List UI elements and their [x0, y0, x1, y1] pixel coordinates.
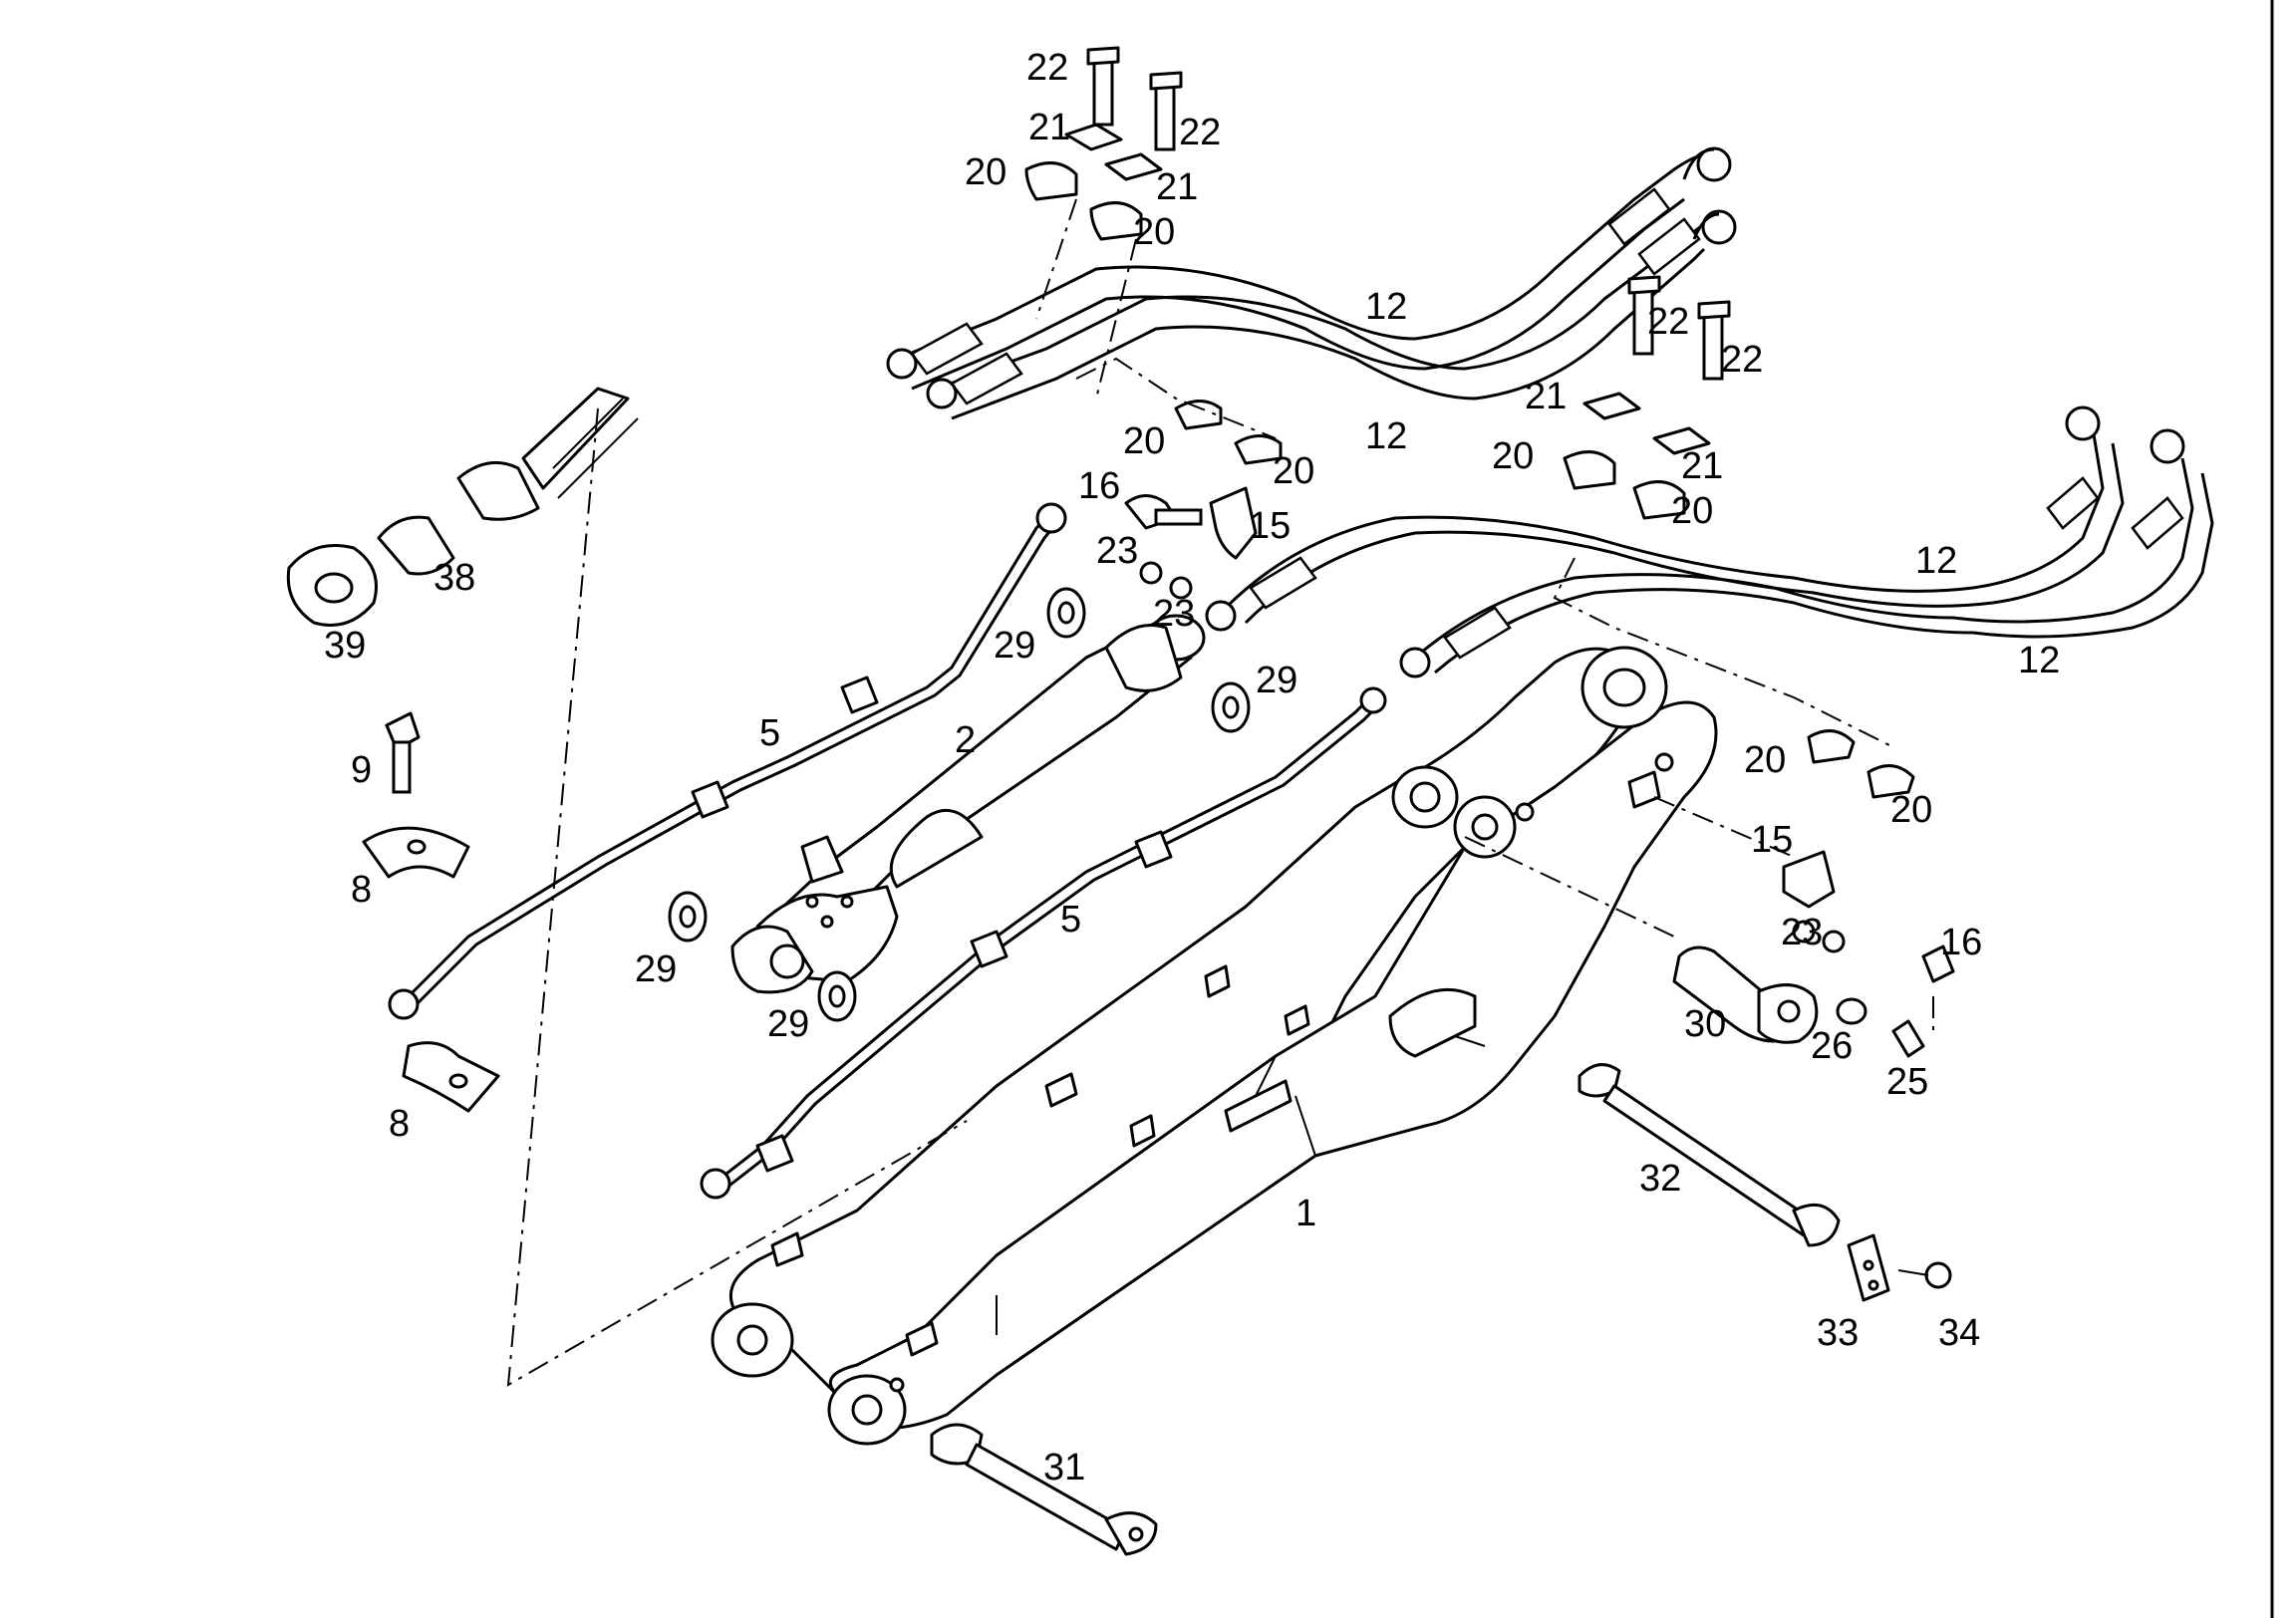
leader-line-left	[506, 407, 968, 1387]
label-12d: 12	[2018, 640, 2060, 681]
leader-line-right	[1464, 836, 1675, 938]
label-29a: 29	[994, 625, 1035, 667]
label-15b: 15	[1751, 819, 1793, 861]
label-9: 9	[351, 749, 372, 791]
label-22d: 22	[1721, 339, 1763, 381]
label-8a: 8	[351, 869, 372, 911]
label-20f: 20	[1671, 490, 1713, 532]
label-5a: 5	[759, 712, 780, 754]
label-29d: 29	[767, 1003, 809, 1045]
label-22b: 22	[1179, 112, 1221, 153]
label-23b: 23	[1153, 593, 1195, 635]
label-16a: 16	[1078, 465, 1120, 507]
pipes-5	[388, 502, 1387, 1200]
label-1: 1	[1295, 1193, 1316, 1234]
washers-29	[668, 587, 1251, 1022]
label-38: 38	[433, 557, 475, 599]
label-8b: 8	[389, 1103, 410, 1145]
label-26: 26	[1811, 1025, 1853, 1067]
label-16b: 16	[1940, 922, 1982, 963]
clamps-8-bolt-9	[362, 711, 500, 1113]
label-12b: 12	[1365, 415, 1407, 457]
pin-31	[930, 1423, 1158, 1556]
label-21a: 21	[1028, 107, 1070, 148]
label-34: 34	[1938, 1312, 1980, 1354]
label-21b: 21	[1156, 166, 1198, 208]
label-5b: 5	[1060, 899, 1081, 941]
label-23c: 23	[1781, 912, 1823, 953]
label-20c: 20	[1123, 420, 1165, 462]
pin-30	[1672, 945, 1925, 1058]
label-20g: 20	[1744, 739, 1786, 781]
label-25: 25	[1886, 1061, 1928, 1103]
label-12c: 12	[1915, 540, 1957, 582]
label-15a: 15	[1249, 505, 1291, 547]
label-20a: 20	[965, 151, 1006, 193]
part-labels: 1 2 5 5 8 8 9 12 12 12 12 15 15 16 16 20…	[324, 47, 2060, 1488]
label-2: 2	[955, 719, 976, 761]
label-31: 31	[1043, 1447, 1085, 1488]
label-12a: 12	[1365, 286, 1407, 328]
label-22a: 22	[1026, 47, 1068, 89]
label-29b: 29	[1256, 660, 1297, 701]
label-29c: 29	[635, 948, 677, 990]
label-33: 33	[1817, 1312, 1859, 1354]
label-22c: 22	[1647, 301, 1689, 343]
label-39: 39	[324, 625, 366, 667]
label-20d: 20	[1273, 450, 1314, 492]
label-30: 30	[1684, 1003, 1726, 1045]
label-32: 32	[1639, 1158, 1681, 1200]
hydraulic-cylinder	[730, 614, 1206, 994]
label-20b: 20	[1133, 211, 1175, 253]
boom-arm	[711, 646, 1718, 1446]
label-20h: 20	[1890, 789, 1932, 831]
label-23a: 23	[1096, 530, 1138, 572]
pin-32	[1578, 1063, 1952, 1302]
clamp-hardware-top	[1024, 46, 1283, 600]
hoses-12-lower	[1205, 405, 2214, 678]
label-21c: 21	[1525, 376, 1567, 417]
clamp-hardware-mid-right	[1553, 275, 1955, 983]
fittings-38-39	[286, 387, 639, 627]
label-21d: 21	[1681, 445, 1723, 487]
hoses-12-upper	[886, 146, 1737, 420]
label-20e: 20	[1492, 435, 1534, 477]
